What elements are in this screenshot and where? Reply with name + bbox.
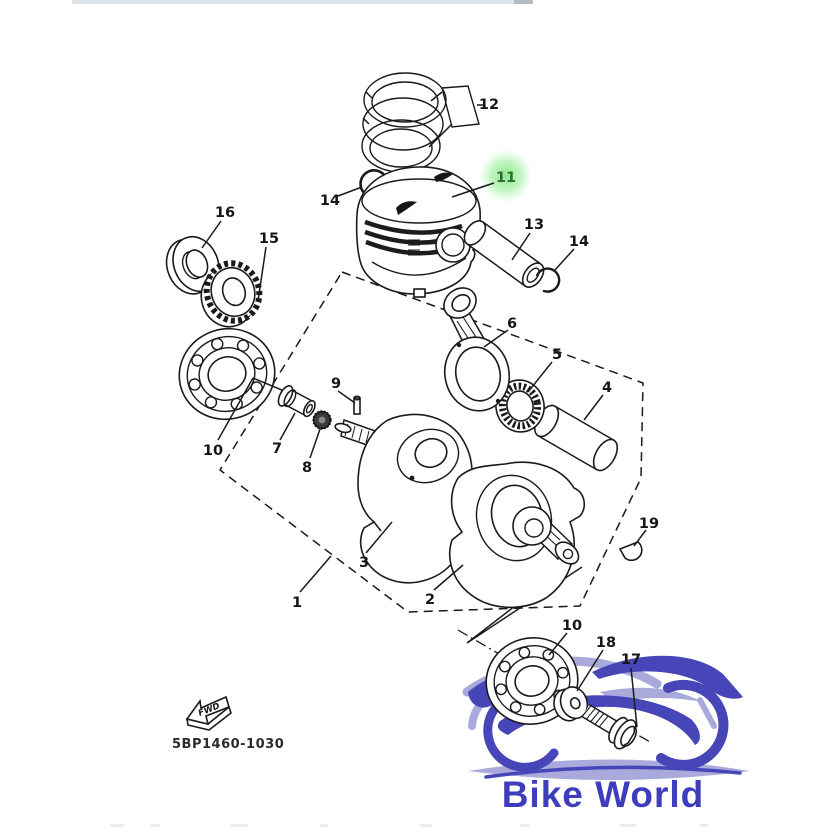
diagram-part-number: 5BP1460-1030 [172,737,284,752]
highlight-glow [479,149,533,203]
part-plain-washer [553,686,589,722]
bottom-edge-artifact [110,824,708,827]
part-needle-bearing [495,379,545,433]
bike-world-logo: Bike World [462,655,750,815]
callout-timing-sprocket: 15 [259,231,279,247]
part-crank-pin [533,404,619,472]
callout-main-bearing-left: 10 [203,443,223,459]
callout-pin-clip-right: 14 [569,234,589,250]
part-flange-bolt [581,703,638,750]
callout-connecting-rod: 6 [507,316,517,332]
front-wheel [656,679,729,770]
callout-dowel-pin: 9 [331,376,341,392]
part-dowel-pin [353,395,361,415]
brand-text: Bike World [502,774,705,815]
callout-main-bearing-right: 10 [562,618,582,634]
callout-crank-pin: 4 [602,380,612,396]
part-piston [355,166,481,298]
callout-washer-collar: 16 [215,205,235,221]
part-connecting-rod [443,287,511,412]
leader-lines [201,182,647,728]
callout-nut: 8 [302,460,312,476]
part-washer-collar [165,235,220,295]
callout-piston-ring-set: 12 [479,97,499,113]
callout-woodruff-key: 19 [639,516,659,532]
callout-piston-pin: 13 [524,217,544,233]
part-main-bearing-left [178,327,276,421]
callout-crank-half-left: 3 [359,555,369,571]
part-spacer-collar [277,385,316,418]
callout-piston-highlighted: 11 [496,170,516,186]
fwd-arrow: FWD [185,695,232,731]
callout-labels: 12 11 14 16 15 13 14 6 5 4 9 7 8 10 3 2 … [203,97,659,668]
part-crank-half-left [334,413,478,584]
callout-crank-assembly: 1 [292,595,302,611]
callout-pin-clip-left: 14 [320,193,340,209]
part-crank-half-right [448,461,586,609]
part-woodruff-key [618,541,643,562]
top-edge-artifact [72,0,533,4]
assembly-boundary [219,271,644,613]
part-piston-ring-set [361,72,483,173]
callout-needle-bearing: 5 [552,347,562,363]
part-pin-clip-right [535,267,561,293]
part-nut [312,410,332,430]
callout-plain-washer: 18 [596,635,616,651]
part-piston-pin [463,220,545,288]
callout-spacer-collar: 7 [272,441,282,457]
callout-flange-bolt: 17 [621,652,641,668]
callout-crank-half-right: 2 [425,592,435,608]
